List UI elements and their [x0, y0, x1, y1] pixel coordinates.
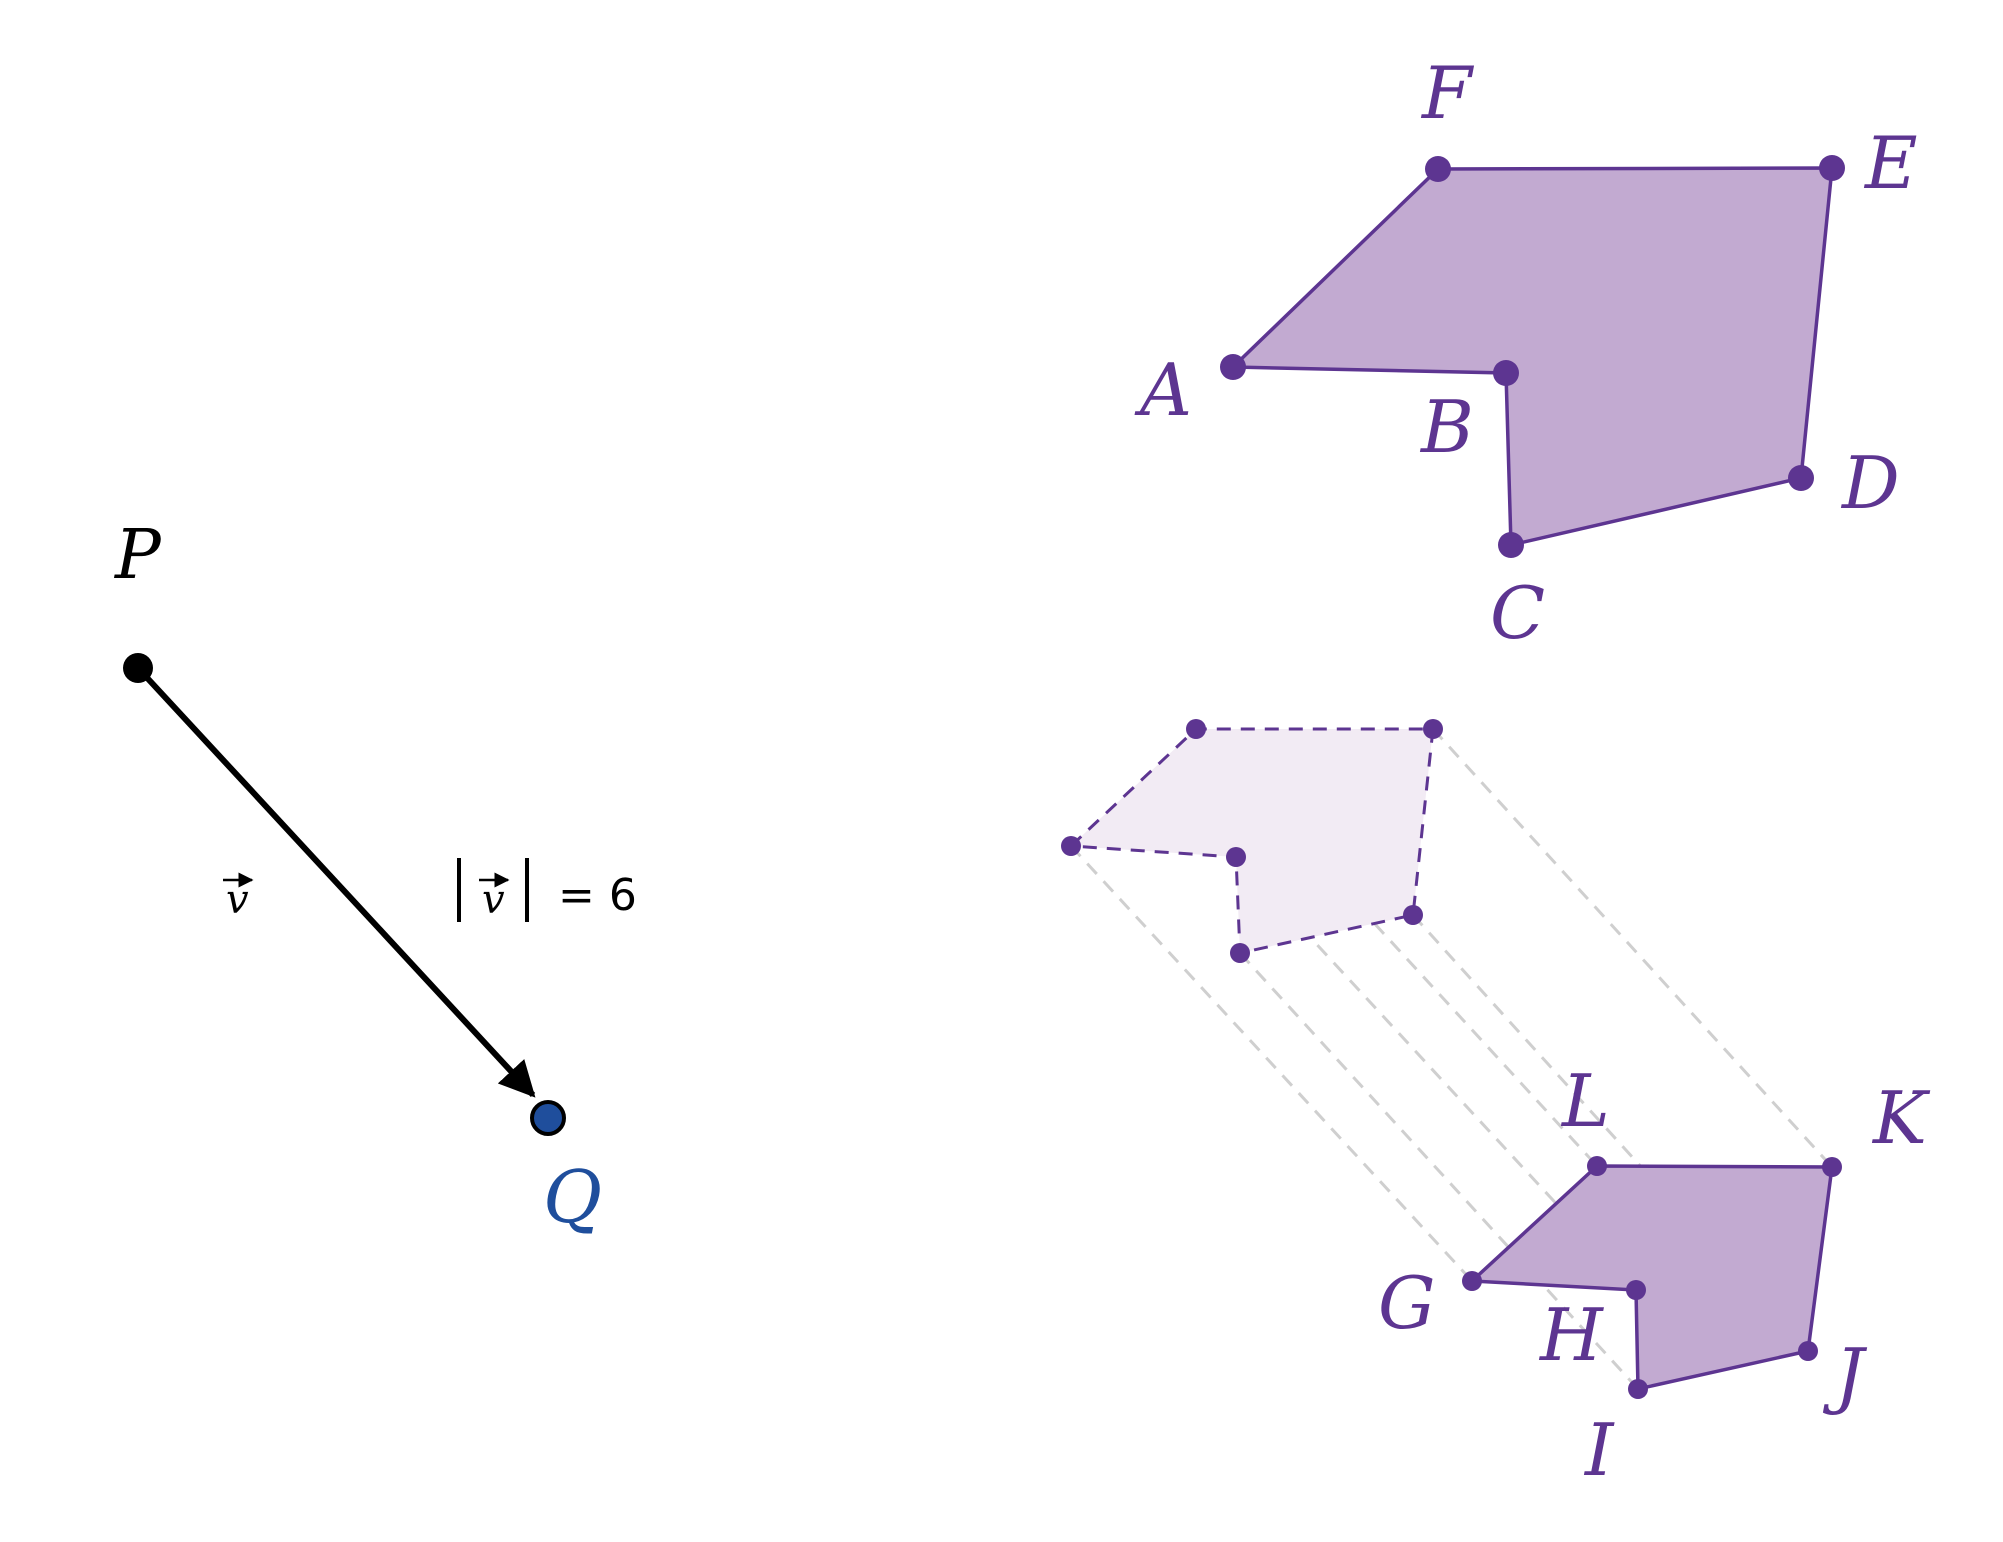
ghost-vertex	[1403, 905, 1423, 925]
original-vertex	[1493, 360, 1519, 386]
vector-magnitude-label: v = 6	[457, 858, 637, 923]
label-j: J	[1822, 1333, 1868, 1417]
guide-line	[1238, 951, 1640, 1391]
original-vertex-labels: A B C D E F	[1134, 51, 1918, 655]
ghost-polygon	[1061, 719, 1443, 963]
vector-name-v: v	[226, 877, 249, 923]
vector-arrow	[135, 665, 536, 1098]
original-vertex	[1425, 156, 1451, 182]
label-k: K	[1871, 1076, 1931, 1160]
polygon-ghijkl	[1467, 1164, 1834, 1392]
point-p	[123, 653, 153, 683]
guide-line	[1069, 844, 1474, 1283]
label-d: D	[1840, 441, 1900, 525]
label-h: H	[1538, 1293, 1604, 1377]
image-vertex	[1587, 1156, 1607, 1176]
image-vertex	[1628, 1379, 1648, 1399]
image-vertex	[1798, 1341, 1818, 1361]
label-p: P	[113, 516, 162, 595]
label-c: C	[1490, 571, 1545, 655]
polygon-abcdef	[1228, 166, 1834, 548]
magnitude-v: v	[482, 877, 505, 923]
label-e: E	[1863, 121, 1918, 205]
ghost-vertex	[1423, 719, 1443, 739]
ghost-vertex	[1230, 943, 1250, 963]
ghost-vertex	[1226, 847, 1246, 867]
original-vertex	[1819, 155, 1845, 181]
vector-name-label: v	[223, 872, 254, 923]
point-q	[530, 1100, 566, 1136]
label-i: I	[1583, 1408, 1615, 1492]
magnitude-value: = 6	[558, 870, 637, 921]
guide-line	[1431, 727, 1834, 1169]
original-vertex	[1498, 532, 1524, 558]
original-polygon	[1220, 155, 1845, 558]
ghost-vertex	[1186, 719, 1206, 739]
image-vertex-labels: G HI J K L	[1378, 1059, 1931, 1492]
label-a: A	[1134, 348, 1192, 432]
original-vertex	[1788, 465, 1814, 491]
label-q: Q	[543, 1155, 602, 1239]
ghost-polygon-shape	[1067, 727, 1435, 955]
image-vertex	[1626, 1280, 1646, 1300]
label-l: L	[1560, 1059, 1610, 1143]
label-b: B	[1419, 385, 1474, 469]
image-vertex	[1462, 1271, 1482, 1291]
image-vertex	[1822, 1157, 1842, 1177]
original-vertex	[1220, 354, 1246, 380]
ghost-vertex	[1061, 836, 1081, 856]
vector-pq: P Q v v = 6	[113, 516, 637, 1239]
label-f: F	[1420, 51, 1475, 135]
image-polygon	[1462, 1156, 1842, 1399]
label-g: G	[1378, 1261, 1436, 1345]
